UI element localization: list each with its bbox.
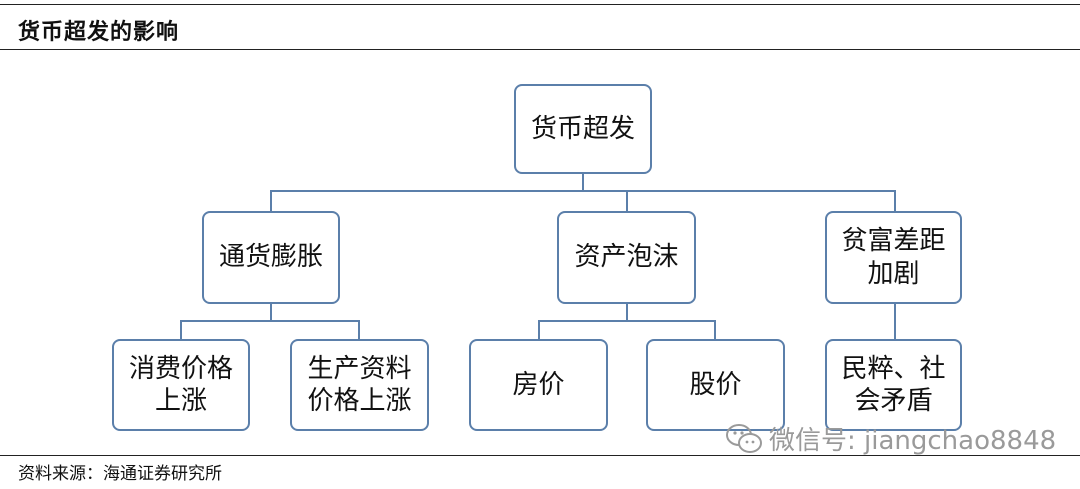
bottom-rule (0, 455, 1080, 456)
node-label: 房价 (512, 369, 565, 400)
node-asset-bubble: 资产泡沫 (557, 211, 696, 304)
node-label: 贫富差距 (841, 226, 946, 256)
node-money-oversupply: 货币超发 (514, 84, 652, 174)
connector (270, 190, 896, 192)
node-inflation: 通货膨胀 (202, 211, 340, 304)
connector (894, 303, 896, 340)
source-note: 资料来源：海通证券研究所 (18, 464, 222, 484)
node-label: 资产泡沫 (574, 242, 679, 273)
node-wealth-gap: 贫富差距 加剧 (825, 211, 962, 304)
node-label: 通货膨胀 (218, 242, 323, 273)
node-consumer-prices: 消费价格 上涨 (112, 339, 250, 431)
connector (582, 173, 584, 191)
connector (358, 320, 360, 340)
connector (270, 303, 272, 321)
node-housing-prices: 房价 (469, 339, 608, 431)
page-title: 货币超发的影响 (18, 19, 180, 45)
connector (894, 190, 896, 212)
node-label: 货币超发 (530, 113, 635, 144)
node-label: 加剧 (867, 258, 920, 289)
watermark: 微信号: jiangchao8848 (725, 420, 1056, 457)
connector (180, 320, 360, 322)
node-social-conflict: 民粹、社 会矛盾 (825, 339, 962, 431)
node-label: 生产资料 (307, 353, 412, 384)
watermark-text: 微信号: jiangchao8848 (769, 426, 1057, 456)
node-label: 会矛盾 (854, 386, 933, 416)
node-producer-prices: 生产资料 价格上涨 (290, 339, 429, 431)
title-rule (0, 49, 1080, 50)
connector (626, 190, 628, 212)
connector (180, 320, 182, 340)
node-label: 消费价格 (128, 353, 233, 384)
node-stock-prices: 股价 (646, 339, 785, 431)
node-label: 民粹、社 (841, 353, 946, 384)
node-label: 股价 (689, 369, 742, 400)
connector (538, 320, 716, 322)
node-label: 上涨 (154, 386, 207, 416)
node-label: 价格上涨 (307, 386, 412, 416)
wechat-icon (726, 423, 762, 453)
connector (538, 320, 540, 340)
connector (626, 303, 628, 321)
connector (714, 320, 716, 340)
top-rule (0, 4, 1080, 5)
connector (270, 190, 272, 212)
